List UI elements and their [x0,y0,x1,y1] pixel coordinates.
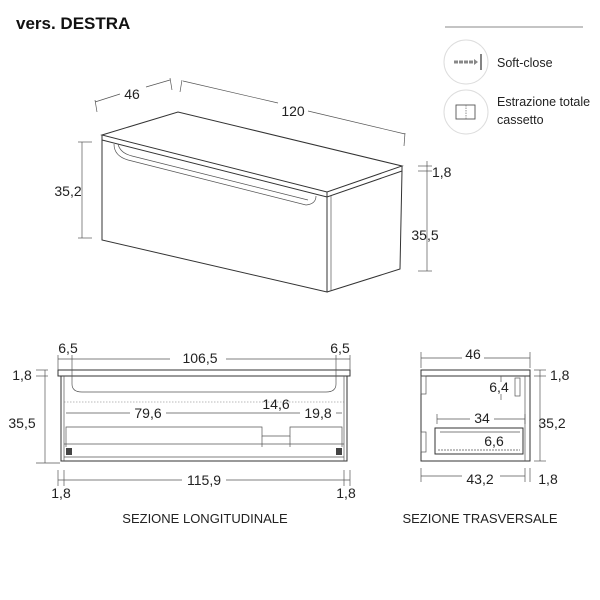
trans-inner-depth-label: 43,2 [466,471,493,487]
soft-close-label: Soft-close [497,56,553,70]
iso-depth-label: 46 [124,86,140,102]
handle-groove [113,143,317,206]
long-drawer-left-label: 79,6 [134,405,161,421]
iso-width-label: 120 [281,103,305,119]
long-right-side-label: 1,8 [336,485,356,501]
iso-dimensions [78,77,432,272]
trans-drawer-depth-label: 34 [474,410,490,426]
transversal-caption: SEZIONE TRASVERSALE [402,511,557,526]
iso-front-height-label: 35,2 [54,183,81,199]
trans-handle-depth-label: 6,4 [489,379,509,395]
long-top-thickness-label: 1,8 [12,367,32,383]
trans-back-thickness-label: 1,8 [538,471,558,487]
iso-total-height-label: 35,5 [411,227,438,243]
trans-top-thickness-label: 1,8 [550,367,570,383]
long-drawer-gap-label: 14,6 [262,396,289,412]
trans-drawer-height-label: 6,6 [484,433,504,449]
cabinet-isometric [100,111,404,293]
soft-close-icon [443,39,489,85]
long-left-side-label: 1,8 [51,485,71,501]
long-inner-width-label: 106,5 [182,350,217,366]
drawer-extraction-icon [443,89,489,135]
longitudinal-caption: SEZIONE LONGITUDINALE [122,511,288,526]
trans-depth-label: 46 [465,346,481,362]
longitudinal-section [36,355,351,486]
trans-height-label: 35,2 [538,415,565,431]
full-extraction-label-2: cassetto [497,113,544,127]
long-drawer-right-label: 19,8 [304,405,331,421]
iso-top-thickness-label: 1,8 [432,164,452,180]
long-right-offset-label: 6,5 [330,340,350,356]
full-extraction-label: Estrazione totale [497,95,590,109]
version-title: vers. DESTRA [16,14,130,33]
long-height-label: 35,5 [8,415,35,431]
long-bottom-width-label: 115,9 [187,472,221,488]
long-left-offset-label: 6,5 [58,340,78,356]
